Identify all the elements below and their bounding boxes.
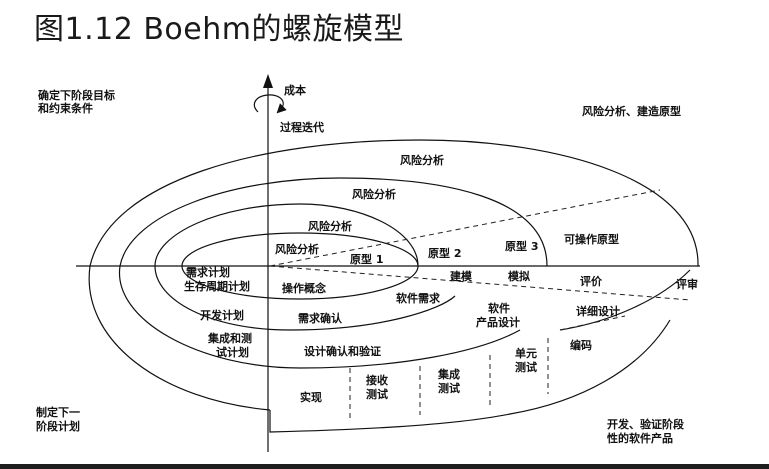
plan-lifecycle: 生存周期计划	[184, 279, 250, 293]
requirements-confirm: 需求确认	[298, 311, 343, 325]
y-axis-arrow-icon	[263, 74, 273, 88]
software-requirements: 软件需求	[396, 291, 441, 305]
risk-label-1: 风险分析	[275, 242, 319, 256]
rotation-arrow-icon	[253, 94, 287, 114]
prototype-operational: 可操作原型	[564, 232, 619, 246]
quadrant-bottom-left-line1: 制定下一	[36, 405, 80, 419]
plan-integration-line2: 试计划	[216, 345, 249, 359]
detailed-design-label: 详细设计	[576, 304, 620, 318]
unit-test-line2: 测试	[515, 360, 537, 374]
spiral-loop-4	[88, 139, 699, 411]
rotation-label: 过程迭代	[280, 120, 324, 134]
unit-test-line1: 单元	[515, 346, 537, 360]
product-design-line2: 产品设计	[476, 315, 520, 329]
y-axis-label: 成本	[284, 83, 306, 97]
design-confirm-verify: 设计确认和验证	[304, 344, 381, 358]
quadrant-bottom-right-line1: 开发、验证阶段	[607, 417, 684, 431]
spiral-loop-2	[154, 203, 456, 331]
quadrant-top-left-line1: 确定下阶段目标	[38, 88, 115, 102]
quadrant-bottom-right-line2: 性的软件产品	[607, 431, 673, 445]
plan-integration-line1: 集成和测	[207, 331, 252, 345]
quadrant-bottom-left-line2: 阶段计划	[36, 419, 80, 433]
risk-label-4: 风险分析	[400, 153, 444, 167]
operation-concept: 操作概念	[282, 281, 327, 295]
quadrant-top-right: 风险分析、建造原型	[582, 104, 681, 118]
page-title: 图1.12 Boehm的螺旋模型	[34, 12, 404, 47]
dashed-diagonal	[269, 189, 661, 267]
modeling-label: 建模	[450, 269, 473, 283]
spiral-right-segment	[559, 269, 691, 331]
dashed-divider-5	[559, 315, 626, 331]
prototype-2: 原型 2	[428, 246, 461, 260]
integration-test-line2: 测试	[438, 381, 460, 395]
prototype-1: 原型 1	[350, 252, 383, 266]
plan-requirements: 需求计划	[186, 265, 230, 279]
spiral-outer-tail	[269, 319, 671, 433]
simulation-label: 模拟	[508, 269, 530, 283]
risk-label-2: 风险分析	[308, 219, 352, 233]
dashed-lower-diagonal	[269, 265, 691, 301]
spiral-loop-3	[119, 177, 548, 369]
prototype-3: 原型 3	[505, 239, 538, 253]
risk-label-3: 风险分析	[352, 187, 396, 201]
plan-development: 开发计划	[200, 308, 244, 322]
acceptance-test-line1: 接收	[366, 373, 388, 387]
implementation-label: 实现	[300, 390, 322, 404]
coding-label: 编码	[570, 338, 592, 352]
product-design-line1: 软件	[488, 301, 510, 315]
evaluation-label: 评价	[580, 275, 603, 288]
integration-test-line1: 集成	[437, 367, 460, 381]
bottom-bar	[0, 464, 769, 469]
quadrant-top-left-line2: 和约束条件	[38, 101, 93, 115]
acceptance-test-line2: 测试	[366, 387, 388, 401]
x-axis-label: 评审	[676, 277, 698, 291]
